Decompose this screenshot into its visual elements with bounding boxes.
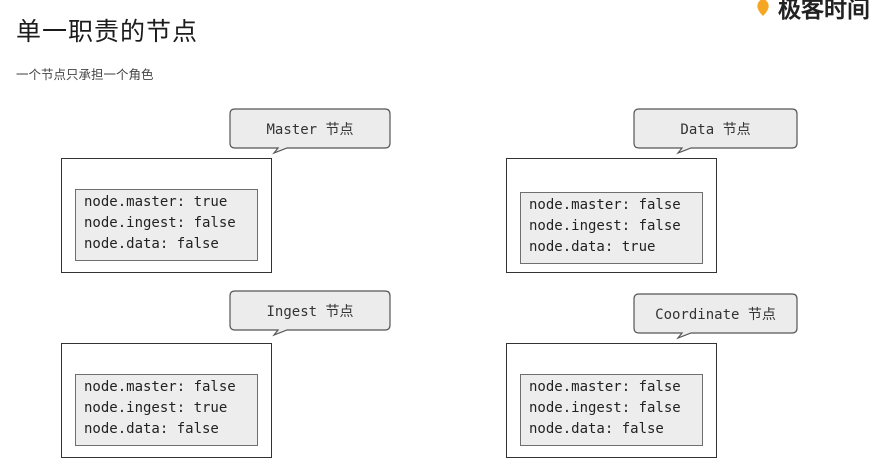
config-line: node.master: false [529,379,681,395]
config-block: node.master: false node.ingest: true nod… [75,374,258,446]
config-line: node.data: false [529,421,664,437]
config-line: node.data: false [84,421,219,437]
config-line: node.ingest: false [529,218,681,234]
config-line: node.ingest: true [84,400,228,416]
page-subtitle: 一个节点只承担一个角色 [16,67,154,82]
config-line: node.master: false [529,197,681,213]
callout-ingest: Ingest 节点 [229,290,391,337]
callout-data: Data 节点 [633,108,798,155]
callout-bubble-shape [229,290,391,337]
brand-logo: 极客时间 [752,0,870,24]
callout-label: Data 节点 [680,122,751,138]
data-node-box: node.master: false node.ingest: false no… [506,158,717,273]
page-title: 单一职责的节点 [16,17,199,46]
config-block: node.master: false node.ingest: false no… [520,374,703,446]
config-line: node.master: true [84,194,228,210]
master-node-box: node.master: true node.ingest: false nod… [61,158,272,273]
ingest-node-box: node.master: false node.ingest: true nod… [61,343,272,458]
config-line: node.master: false [84,379,236,395]
config-line: node.ingest: false [84,215,236,231]
callout-master: Master 节点 [229,108,391,155]
callout-label: Ingest 节点 [266,304,354,320]
logo-text: 极客时间 [778,0,870,23]
callout-label: Master 节点 [266,122,354,138]
callout-label: Coordinate 节点 [655,307,776,323]
callout-bubble-shape [633,108,798,155]
geek-time-logo-icon [757,0,769,16]
config-line: node.data: true [529,239,656,255]
coordinate-node-box: node.master: false node.ingest: false no… [506,343,717,458]
callout-bubble-shape [229,108,391,155]
config-block: node.master: false node.ingest: false no… [520,192,703,264]
config-line: node.ingest: false [529,400,681,416]
callout-bubble-shape [633,293,798,340]
config-block: node.master: true node.ingest: false nod… [75,189,258,261]
callout-coordinate: Coordinate 节点 [633,293,798,340]
config-line: node.data: false [84,236,219,252]
